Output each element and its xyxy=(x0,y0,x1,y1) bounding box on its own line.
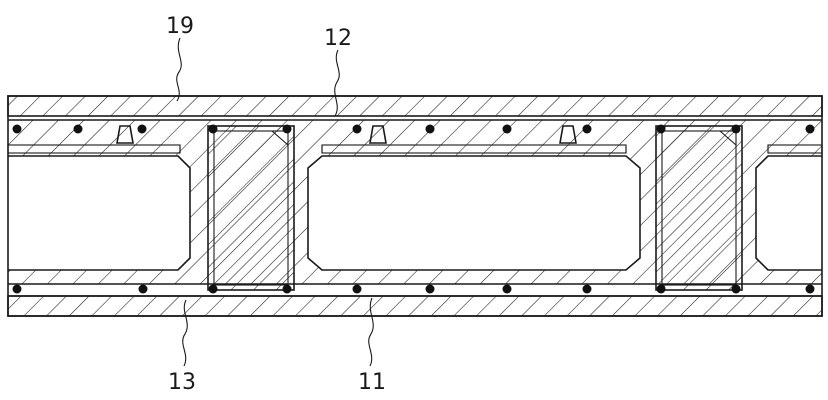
callout-11: 11 xyxy=(358,370,386,395)
rib-cage-right xyxy=(655,125,743,291)
bottom-plate xyxy=(7,283,823,317)
rib-cage-left xyxy=(207,125,295,291)
callout-13: 13 xyxy=(168,370,196,395)
lower-rebar-row xyxy=(12,284,815,294)
leader-lines xyxy=(176,37,374,367)
trapezoid-connectors xyxy=(116,125,577,144)
top-cover-layer xyxy=(7,95,823,121)
callout-12: 12 xyxy=(324,26,352,51)
callout-19: 19 xyxy=(166,14,194,39)
upper-rebar-row xyxy=(12,124,815,134)
slab-outline xyxy=(7,95,823,317)
